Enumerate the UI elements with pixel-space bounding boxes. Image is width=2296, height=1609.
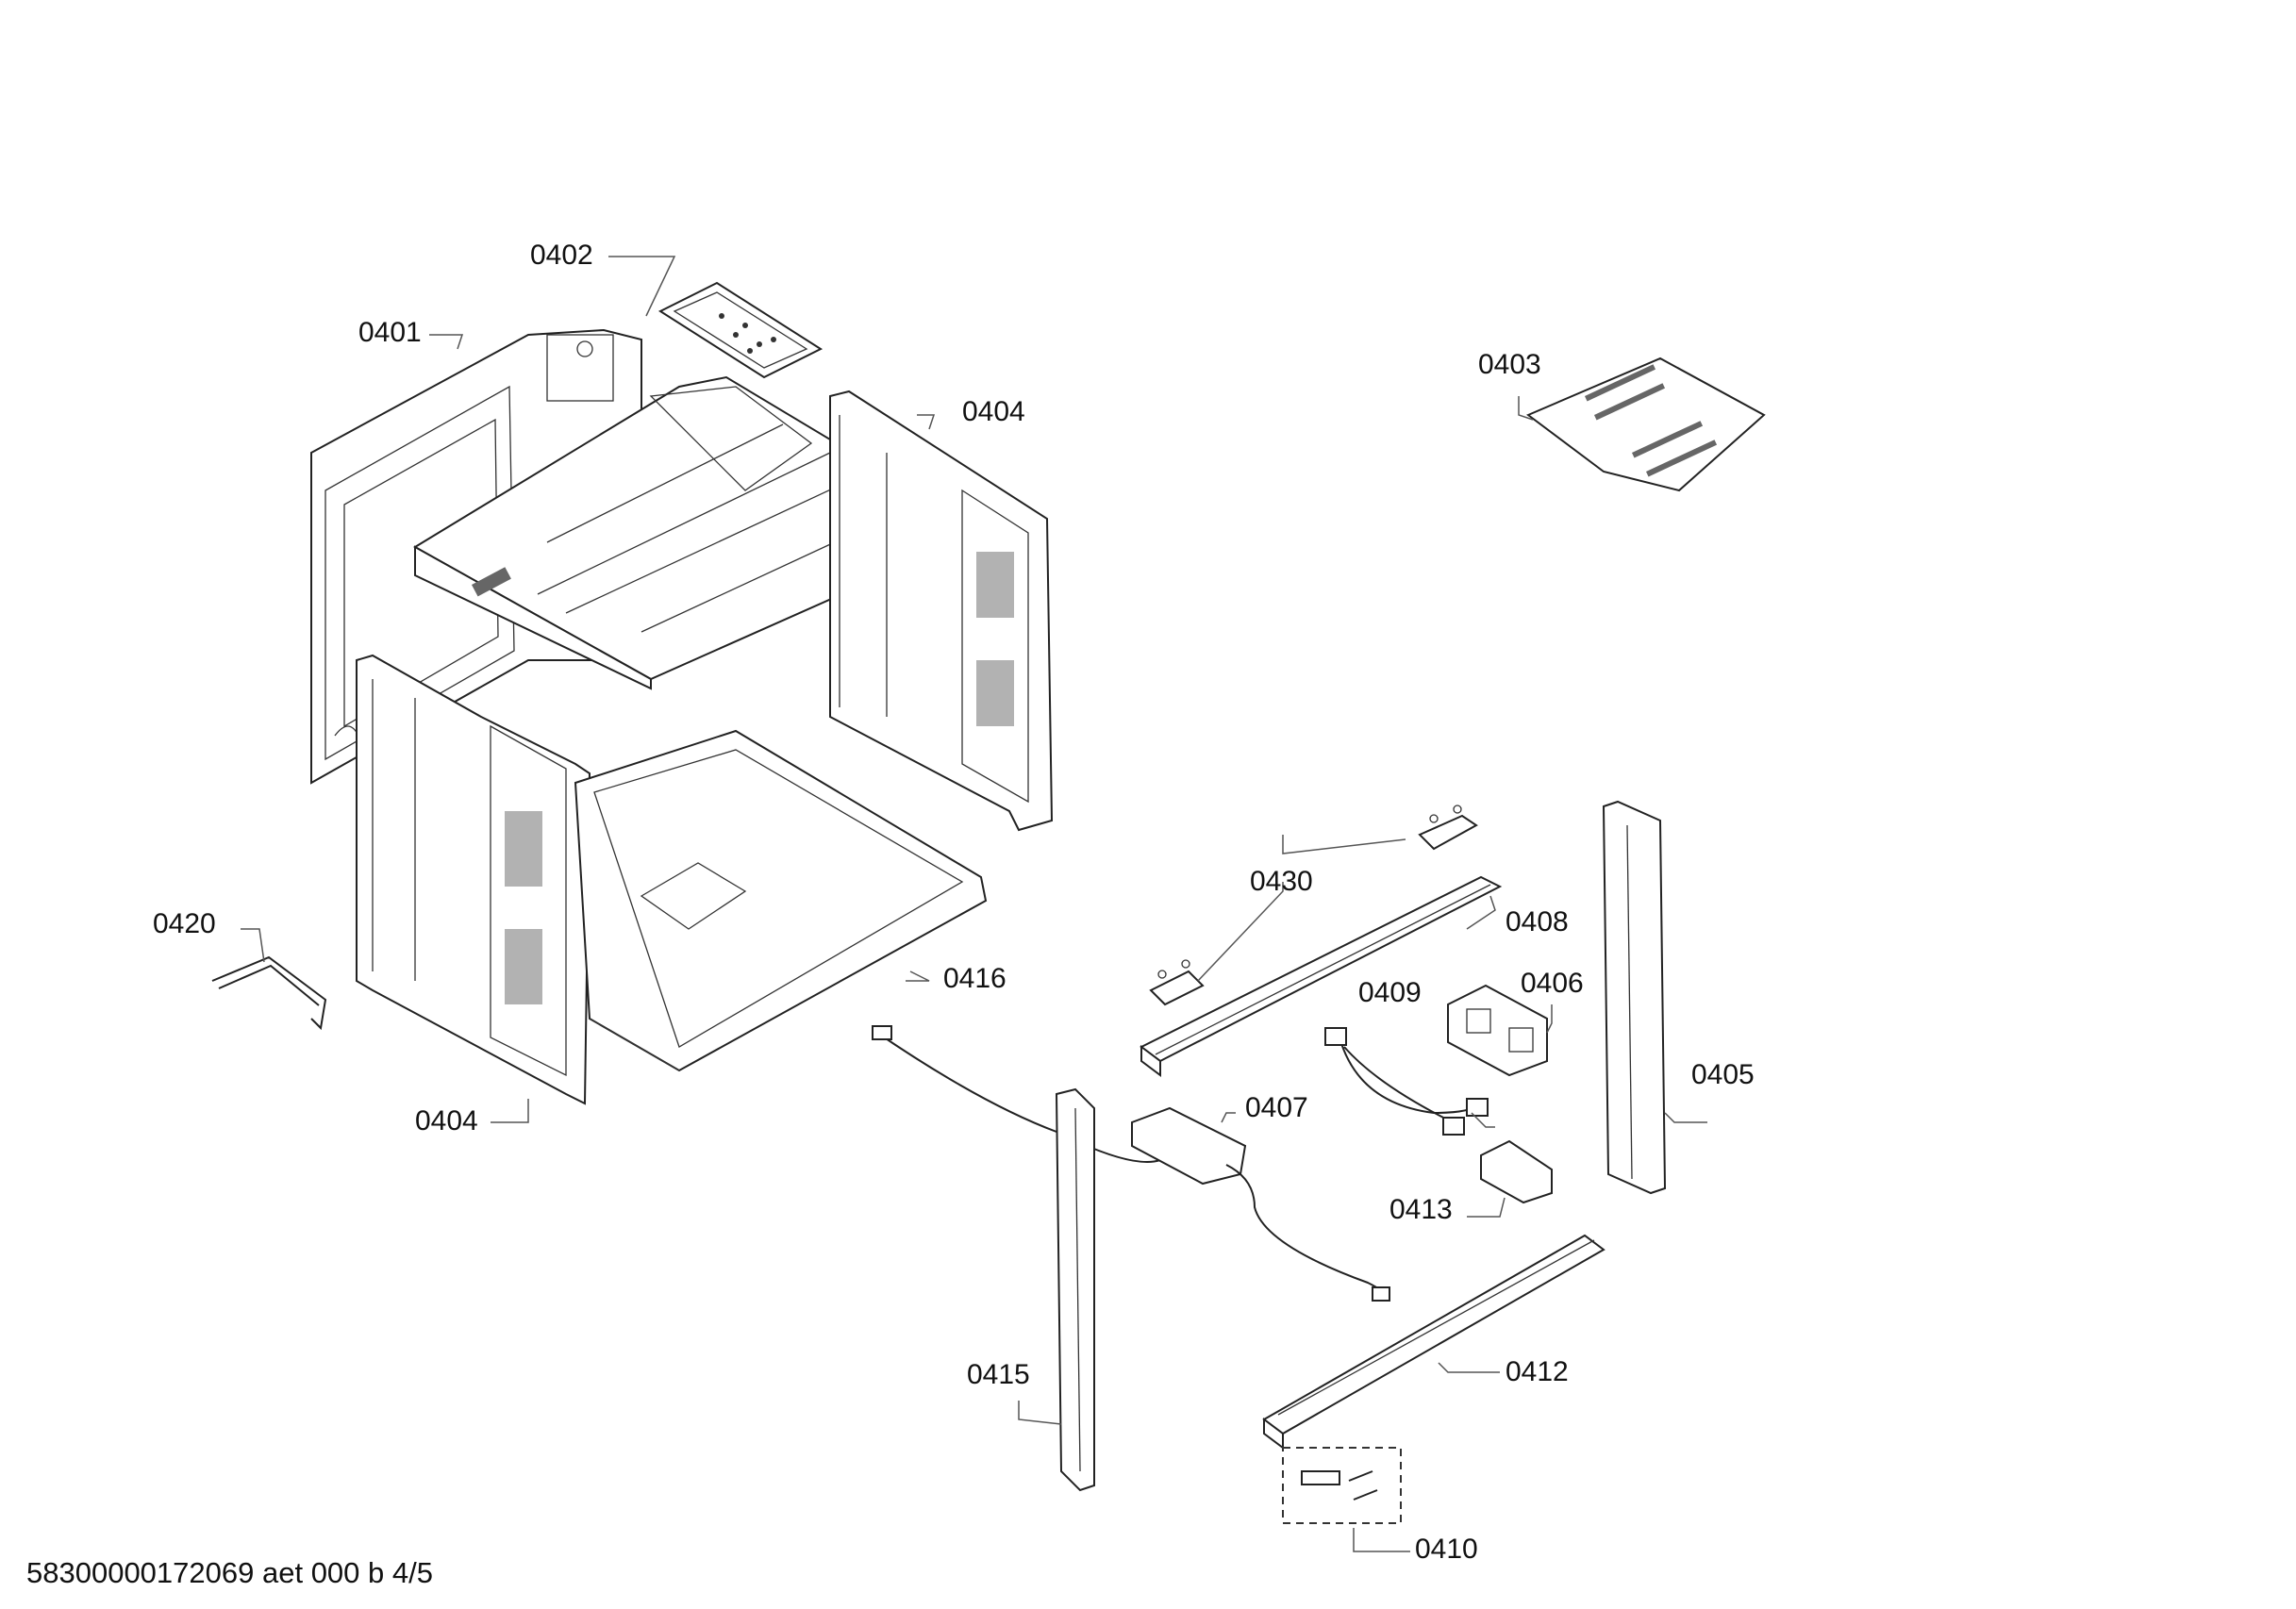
part-top-panel bbox=[413, 375, 964, 690]
part-0404-side-panel-left bbox=[356, 654, 591, 1105]
document-reference: 58300000172069 aet 000 b 4/5 bbox=[26, 1556, 433, 1589]
part-0413-bracket bbox=[1480, 1139, 1553, 1204]
label-0430: 0430 bbox=[1250, 866, 1313, 897]
label-0415: 0415 bbox=[967, 1359, 1030, 1390]
label-0408: 0408 bbox=[1506, 906, 1569, 937]
label-0413: 0413 bbox=[1389, 1194, 1453, 1225]
label-0401: 0401 bbox=[358, 317, 422, 348]
leader-lines bbox=[241, 256, 1707, 1552]
label-0410: 0410 bbox=[1415, 1534, 1478, 1565]
label-0403: 0403 bbox=[1478, 349, 1541, 380]
part-0406-switch bbox=[1447, 984, 1548, 1077]
part-0412-lower-rail bbox=[1262, 1234, 1606, 1450]
label-0412: 0412 bbox=[1506, 1356, 1569, 1387]
part-0416-bottom-tray bbox=[574, 729, 988, 1072]
part-0409-wiring bbox=[1324, 1027, 1489, 1136]
label-0409: 0409 bbox=[1358, 977, 1422, 1008]
part-0430-clip-lower bbox=[1149, 959, 1205, 1006]
part-0430-clip-upper bbox=[1418, 804, 1478, 851]
part-0403-screw-bag bbox=[1526, 357, 1766, 492]
part-0402-cover-plate bbox=[657, 281, 824, 379]
part-0408-rail bbox=[1140, 875, 1503, 1077]
part-0410-kit bbox=[1282, 1447, 1402, 1524]
label-0404-top: 0404 bbox=[962, 396, 1025, 427]
part-0405-upright bbox=[1602, 800, 1667, 1195]
part-0407-cable-component bbox=[872, 1025, 1390, 1302]
label-0420: 0420 bbox=[153, 908, 216, 939]
label-0407: 0407 bbox=[1245, 1092, 1308, 1123]
part-0415-front-upright bbox=[1055, 1087, 1095, 1492]
label-0404-bottom: 0404 bbox=[415, 1105, 478, 1136]
label-0416: 0416 bbox=[943, 963, 1007, 994]
part-0420-wire-hook bbox=[211, 955, 327, 1031]
label-0405: 0405 bbox=[1691, 1059, 1755, 1090]
part-0404-side-panel-right bbox=[829, 390, 1054, 832]
label-0406: 0406 bbox=[1521, 968, 1584, 999]
label-0402: 0402 bbox=[530, 240, 593, 271]
